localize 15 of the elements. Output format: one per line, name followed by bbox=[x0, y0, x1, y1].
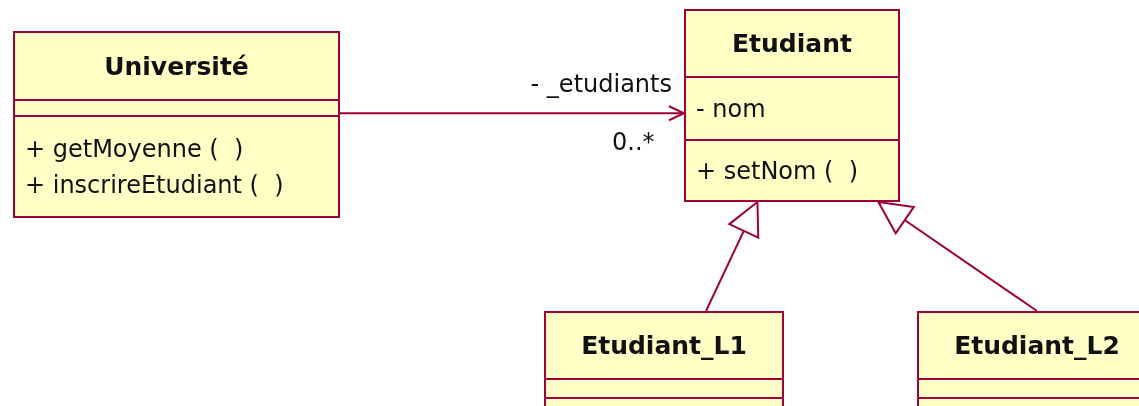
role-name: - _etudiants bbox=[530, 70, 672, 98]
generalization-arrow bbox=[705, 201, 760, 312]
class-name: Etudiant bbox=[732, 29, 852, 58]
class-member: + getMoyenne ( ) bbox=[25, 133, 244, 165]
class-name: Etudiant_L1 bbox=[581, 331, 747, 360]
class-box bbox=[13, 31, 340, 218]
class-member: + inscrireEtudiant ( ) bbox=[25, 169, 284, 201]
association-arrow bbox=[339, 105, 685, 122]
generalization-arrow bbox=[877, 201, 1038, 312]
class-member: + setNom ( ) bbox=[696, 155, 859, 187]
class-name: Université bbox=[104, 51, 249, 81]
class-name: Etudiant_L2 bbox=[954, 331, 1120, 360]
class-box bbox=[684, 9, 900, 202]
class-box bbox=[544, 311, 784, 406]
class-member: - nom bbox=[696, 93, 766, 125]
